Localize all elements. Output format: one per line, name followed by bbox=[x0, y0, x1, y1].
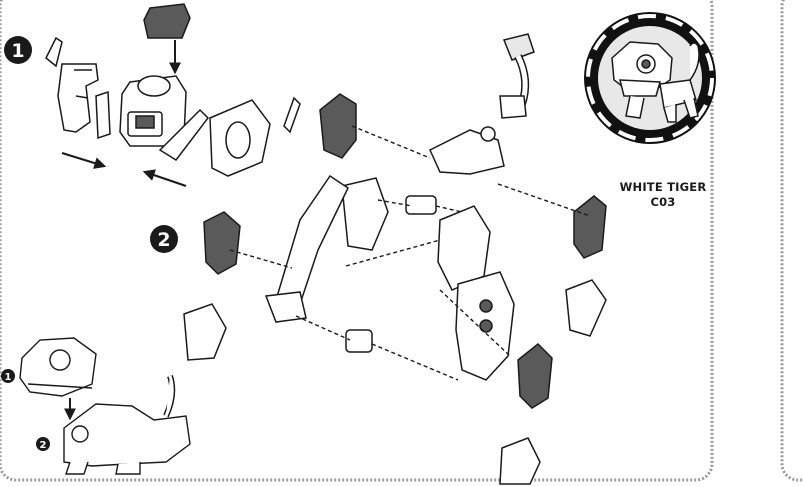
figure-code: C03 bbox=[612, 195, 714, 210]
step-badge-2: 2 bbox=[150, 225, 178, 253]
leg-left-lower-part bbox=[184, 304, 226, 360]
figure-name: WHITE TIGER bbox=[612, 180, 714, 195]
head-top-cover-part bbox=[144, 4, 190, 38]
arrow-left-icon bbox=[145, 172, 186, 186]
hind-leg-upper-part bbox=[518, 344, 552, 408]
assembly-guide-lines bbox=[230, 126, 590, 380]
head-left-fang-part bbox=[46, 38, 62, 66]
mini-step-badge-2: 2 bbox=[36, 437, 50, 451]
front-leg-lower-part bbox=[566, 280, 606, 336]
arrow-right-icon bbox=[62, 153, 104, 166]
mini-step-badge-1: 1 bbox=[1, 369, 15, 383]
side-panel-frame bbox=[782, 0, 804, 480]
front-leg-upper-right-part bbox=[574, 196, 606, 258]
mini-head-illustration bbox=[20, 338, 96, 396]
step-number-1: 1 bbox=[11, 40, 24, 62]
figure-name-label: WHITE TIGER C03 bbox=[612, 180, 714, 210]
rib-cage-part bbox=[342, 178, 490, 290]
neck-part bbox=[500, 34, 534, 118]
mini-step-number-1: 1 bbox=[5, 372, 12, 383]
mini-body-illustration bbox=[64, 376, 190, 474]
figure-portrait bbox=[584, 12, 716, 144]
step-badge-1: 1 bbox=[4, 36, 32, 64]
mini-step-number-2: 2 bbox=[40, 440, 47, 451]
shoulder-joint-part bbox=[430, 127, 504, 174]
spine-left-part bbox=[266, 176, 348, 322]
pelvis-part bbox=[456, 272, 514, 380]
head-left-jaw-part bbox=[58, 64, 110, 138]
hip-left-part bbox=[204, 212, 240, 274]
step-number-2: 2 bbox=[157, 229, 170, 251]
hind-leg-lower-part bbox=[500, 438, 540, 484]
head-right-fang-part bbox=[284, 98, 300, 132]
front-leg-upper-left-part bbox=[320, 94, 356, 158]
